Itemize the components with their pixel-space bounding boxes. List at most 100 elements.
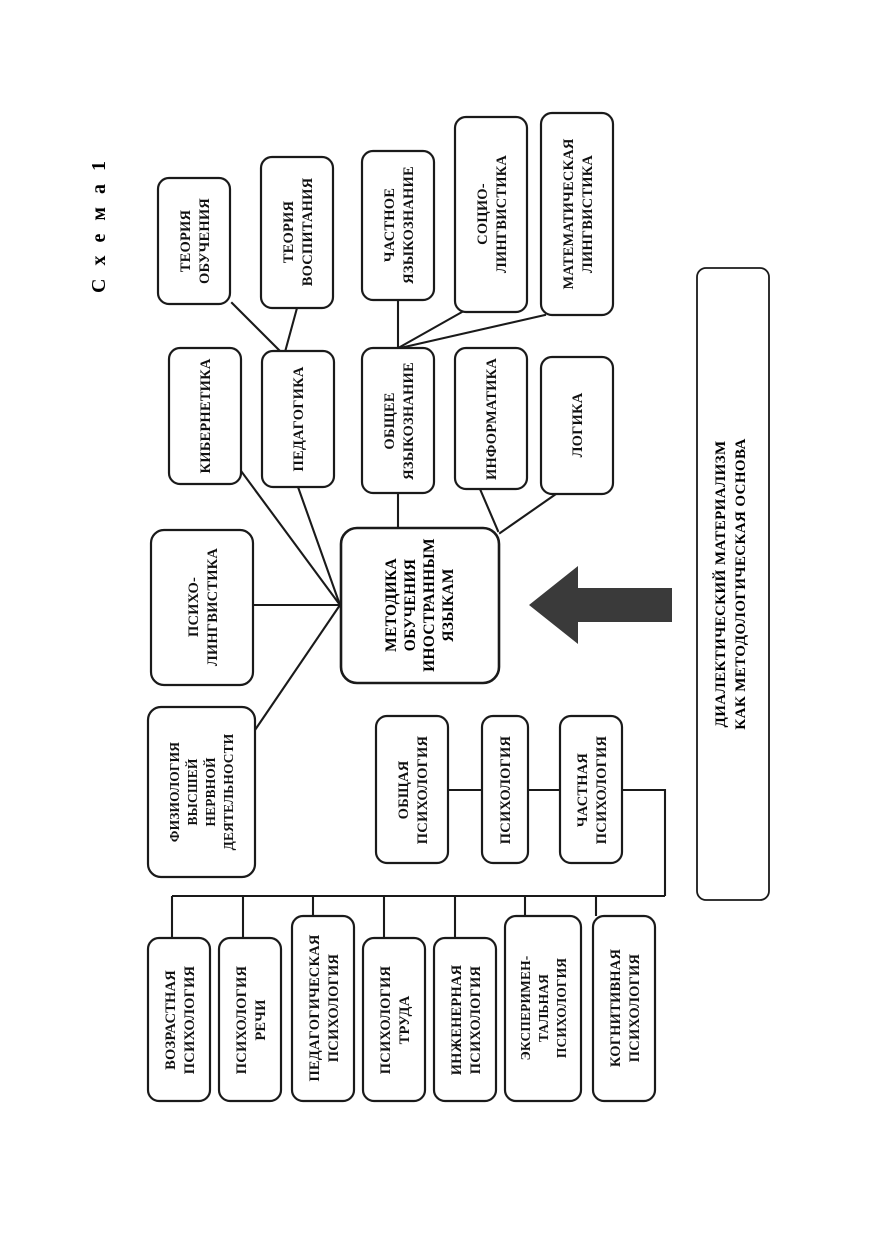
node-logika[interactable]: ЛОГИКА <box>539 355 615 496</box>
methodology-line-2: ОБУЧЕНИЯ <box>402 559 419 652</box>
chastnoe-line-2: ЯЗЫКОЗНАНИЕ <box>401 166 417 284</box>
matlingv-line-1: МАТЕМАТИЧЕСКАЯ <box>561 138 577 289</box>
node-psihologiya[interactable]: ПСИХОЛОГИЯ <box>480 714 530 865</box>
node-pedagogicheskaya-psihologiya-text: ПЕДАГОГИЧЕСКАЯ ПСИХОЛОГИЯ <box>307 934 342 1081</box>
node-pedagogika-text: ПЕДАГОГИКА <box>291 366 307 471</box>
edge-teoriya-vospitaniya-pedagogika <box>283 306 299 354</box>
node-pedagogika[interactable]: ПЕДАГОГИКА <box>260 349 336 489</box>
edge-logika-central <box>498 492 558 535</box>
node-teoriya-obucheniya[interactable]: ТЕОРИЯ ОБУЧЕНИЯ <box>156 176 232 306</box>
obshchee-line-2: ЯЗЫКОЗНАНИЕ <box>401 362 417 480</box>
fiziologiya-line-2: ВЫСШЕЙ <box>185 758 200 825</box>
eksper-line-3: ПСИХОЛОГИЯ <box>554 958 569 1058</box>
foundation-panel-box <box>696 267 770 901</box>
node-sociolingvistika[interactable]: СОЦИО- ЛИНГВИСТИКА <box>453 115 529 314</box>
node-teoriya-obucheniya-text: ТЕОРИЯ ОБУЧЕНИЯ <box>178 198 213 284</box>
node-psihologiya-rechi[interactable]: ПСИХОЛОГИЯ РЕЧИ <box>217 936 283 1103</box>
inzhenernaya-line-2: ПСИХОЛОГИЯ <box>468 965 484 1074</box>
node-inzhenernaya-psihologiya-text: ИНЖЕНЕРНАЯ ПСИХОЛОГИЯ <box>449 964 484 1075</box>
node-vozrastnaya-psihologiya-box[interactable] <box>146 936 212 1103</box>
foundation-line-2: КАК МЕТОДОЛОГИЧЕСКАЯ ОСНОВА <box>733 438 749 729</box>
kognitivnaya-line-1: КОГНИТИВНАЯ <box>608 949 624 1068</box>
node-kognitivnaya-psihologiya-box[interactable] <box>591 914 657 1103</box>
node-matematicheskaya-lingvistika-text: МАТЕМАТИЧЕСКАЯ ЛИНГВИСТИКА <box>561 138 596 289</box>
vozrastnaya-line-1: ВОЗРАСТНАЯ <box>163 970 179 1070</box>
node-psiholingvistika-box[interactable] <box>149 528 255 687</box>
edge-pedagogika-central <box>296 485 342 607</box>
node-inzhenernaya-psihologiya[interactable]: ИНЖЕНЕРНАЯ ПСИХОЛОГИЯ <box>432 936 498 1103</box>
ped-psih-line-2: ПСИХОЛОГИЯ <box>326 953 342 1062</box>
node-inzhenernaya-psihologiya-box[interactable] <box>432 936 498 1103</box>
node-teoriya-vospitaniya-box[interactable] <box>259 155 335 310</box>
node-chastnoe-yazykoznanie-text: ЧАСТНОЕ ЯЗЫКОЗНАНИЕ <box>382 166 417 284</box>
edge-kibernetika-central <box>225 450 342 607</box>
node-kognitivnaya-psihologiya-text: КОГНИТИВНАЯ ПСИХОЛОГИЯ <box>608 949 643 1068</box>
node-eksperimentalnaya-psihologiya[interactable]: ЭКСПЕРИМЕН- ТАЛЬНАЯ ПСИХОЛОГИЯ <box>503 914 583 1103</box>
node-fiziologiya-vnd-box[interactable] <box>146 705 257 879</box>
node-informatika-text: ИНФОРМАТИКА <box>484 358 500 480</box>
fiziologiya-line-4: ДЕЯТЕЛЬНОСТИ <box>221 733 236 850</box>
node-chastnoe-yazykoznanie[interactable]: ЧАСТНОЕ ЯЗЫКОЗНАНИЕ <box>360 149 436 302</box>
node-kognitivnaya-psihologiya[interactable]: КОГНИТИВНАЯ ПСИХОЛОГИЯ <box>591 914 657 1103</box>
psihologiya-line-1: ПСИХОЛОГИЯ <box>498 735 514 844</box>
logika-line-1: ЛОГИКА <box>570 392 586 457</box>
node-pedagogika-box[interactable] <box>260 349 336 489</box>
node-fiziologiya-vnd[interactable]: ФИЗИОЛОГИЯ ВЫСШЕЙ НЕРВНОЙ ДЕЯТЕЛЬНОСТИ <box>146 705 257 879</box>
node-vozrastnaya-psihologiya-text: ВОЗРАСТНАЯ ПСИХОЛОГИЯ <box>163 965 198 1074</box>
psiholingvistika-line-1: ПСИХО- <box>186 577 202 637</box>
node-chastnoe-yazykoznanie-box[interactable] <box>360 149 436 302</box>
eksper-line-1: ЭКСПЕРИМЕН- <box>518 956 533 1061</box>
node-obshchee-yazykoznanie[interactable]: ОБЩЕЕ ЯЗЫКОЗНАНИЕ <box>360 346 436 495</box>
edge-socio-obshchee <box>398 310 464 349</box>
left-arrow-icon <box>529 566 672 644</box>
teoriya-vospitaniya-line-2: ВОСПИТАНИЯ <box>300 177 316 286</box>
node-kibernetika-box[interactable] <box>167 346 243 486</box>
node-obshchaya-psihologiya[interactable]: ОБЩАЯ ПСИХОЛОГИЯ <box>374 714 450 865</box>
node-matematicheskaya-lingvistika[interactable]: МАТЕМАТИЧЕСКАЯ ЛИНГВИСТИКА <box>539 111 615 317</box>
node-pedagogicheskaya-psihologiya[interactable]: ПЕДАГОГИЧЕСКАЯ ПСИХОЛОГИЯ <box>290 914 356 1103</box>
node-sociolingvistika-box[interactable] <box>453 115 529 314</box>
socio-line-2: ЛИНГВИСТИКА <box>494 155 510 273</box>
node-obshchaya-psihologiya-box[interactable] <box>374 714 450 865</box>
node-kibernetika[interactable]: КИБЕРНЕТИКА <box>167 346 243 486</box>
connector-layer <box>170 298 667 938</box>
node-eksperimentalnaya-psihologiya-text: ЭКСПЕРИМЕН- ТАЛЬНАЯ ПСИХОЛОГИЯ <box>518 956 569 1061</box>
node-obshchee-yazykoznanie-box[interactable] <box>360 346 436 495</box>
node-psihologiya-truda[interactable]: ПСИХОЛОГИЯ ТРУДА <box>361 936 427 1103</box>
chastnaya-psih-line-2: ПСИХОЛОГИЯ <box>594 735 610 844</box>
figure-title-group: С х е м а 1 <box>88 157 110 293</box>
foundation-line-1: ДИАЛЕКТИЧЕСКИЙ МАТЕРИАЛИЗМ <box>712 440 729 727</box>
node-logika-box[interactable] <box>539 355 615 496</box>
node-methodology-text: МЕТОДИКА ОБУЧЕНИЯ ИНОСТРАННЫМ ЯЗЫКАМ <box>383 538 457 672</box>
node-vozrastnaya-psihologiya[interactable]: ВОЗРАСТНАЯ ПСИХОЛОГИЯ <box>146 936 212 1103</box>
vozrastnaya-line-2: ПСИХОЛОГИЯ <box>182 965 198 1074</box>
node-obshchee-yazykoznanie-text: ОБЩЕЕ ЯЗЫКОЗНАНИЕ <box>382 362 417 480</box>
psih-truda-line-2: ТРУДА <box>397 995 413 1044</box>
node-methodology[interactable]: МЕТОДИКА ОБУЧЕНИЯ ИНОСТРАННЫМ ЯЗЫКАМ <box>339 526 501 685</box>
methodology-line-4: ЯЗЫКАМ <box>440 568 457 642</box>
obshchee-line-1: ОБЩЕЕ <box>382 392 398 449</box>
node-psihologiya-rechi-box[interactable] <box>217 936 283 1103</box>
node-teoriya-vospitaniya[interactable]: ТЕОРИЯ ВОСПИТАНИЯ <box>259 155 335 310</box>
edge-teoriya-obucheniya-pedagogika <box>230 301 283 354</box>
node-fiziologiya-vnd-text: ФИЗИОЛОГИЯ ВЫСШЕЙ НЕРВНОЙ ДЕЯТЕЛЬНОСТИ <box>167 733 236 850</box>
fiziologiya-line-1: ФИЗИОЛОГИЯ <box>167 742 182 842</box>
node-sociolingvistika-text: СОЦИО- ЛИНГВИСТИКА <box>475 155 510 273</box>
matlingv-line-2: ЛИНГВИСТИКА <box>580 155 596 273</box>
node-informatika-box[interactable] <box>453 346 529 491</box>
node-chastnaya-psihologiya[interactable]: ЧАСТНАЯ ПСИХОЛОГИЯ <box>558 714 624 865</box>
node-psiholingvistika[interactable]: ПСИХО- ЛИНГВИСТИКА <box>149 528 255 687</box>
node-methodology-box[interactable] <box>339 526 501 685</box>
node-psihologiya-truda-box[interactable] <box>361 936 427 1103</box>
node-matematicheskaya-lingvistika-box[interactable] <box>539 111 615 317</box>
node-informatika[interactable]: ИНФОРМАТИКА <box>453 346 529 491</box>
node-eksperimentalnaya-psihologiya-box[interactable] <box>503 914 583 1103</box>
node-chastnaya-psihologiya-box[interactable] <box>558 714 624 865</box>
teoriya-obucheniya-line-2: ОБУЧЕНИЯ <box>197 198 213 284</box>
node-chastnaya-psihologiya-text: ЧАСТНАЯ ПСИХОЛОГИЯ <box>575 735 610 844</box>
node-kibernetika-text: КИБЕРНЕТИКА <box>198 358 214 473</box>
node-pedagogicheskaya-psihologiya-box[interactable] <box>290 914 356 1103</box>
edge-chastnaya-bus-riser <box>622 788 667 896</box>
node-teoriya-obucheniya-box[interactable] <box>156 176 232 306</box>
node-psihologiya-box[interactable] <box>480 714 530 865</box>
